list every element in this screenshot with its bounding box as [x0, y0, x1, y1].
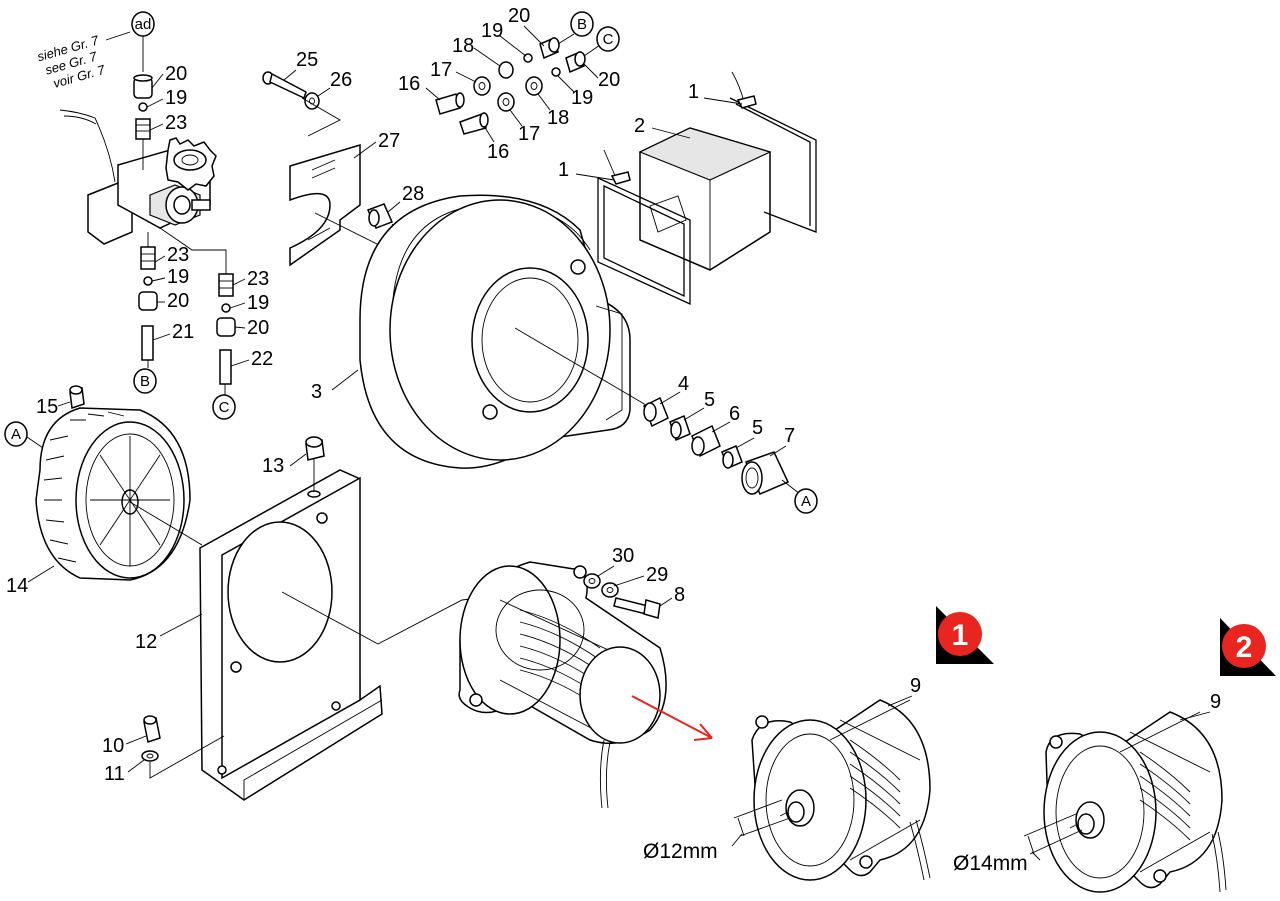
label-19-top-center: 19	[481, 20, 503, 42]
svg-text:A: A	[11, 426, 21, 443]
label-8: 8	[674, 584, 685, 606]
label-12: 12	[135, 631, 157, 653]
label-28: 28	[402, 183, 424, 205]
label-20-right-center: 20	[598, 69, 620, 91]
svg-text:C: C	[219, 399, 230, 416]
dimension-14mm	[1023, 813, 1083, 855]
dimension-label-14mm: Ø14mm	[953, 852, 1028, 875]
fitting-stack-left	[138, 232, 158, 368]
label-20-top: 20	[165, 63, 187, 85]
label-1-top: 1	[688, 81, 699, 103]
label-14: 14	[6, 575, 28, 597]
label-5-top: 5	[704, 389, 715, 411]
svg-text:1: 1	[952, 619, 969, 652]
label-17-top: 17	[430, 59, 452, 81]
screw-10	[143, 715, 161, 743]
svg-text:C: C	[603, 31, 614, 48]
label-18-top: 18	[452, 35, 474, 57]
label-26: 26	[330, 69, 352, 91]
label-19-right-center: 19	[571, 87, 593, 109]
reference-note: siehe Gr. 7 see Gr. 7 voir Gr. 7	[35, 32, 107, 91]
label-19-left: 19	[167, 266, 189, 288]
label-16-top: 16	[398, 73, 420, 95]
label-6: 6	[729, 403, 740, 425]
clip-1-back	[729, 71, 817, 233]
label-21: 21	[172, 321, 194, 343]
label-20-left: 20	[167, 290, 189, 312]
label-20-right: 20	[247, 317, 269, 339]
label-22: 22	[251, 348, 273, 370]
solenoid-valve-assembly	[59, 109, 217, 245]
label-23-left: 23	[167, 244, 189, 266]
label-29: 29	[646, 564, 668, 586]
motor-assembly	[458, 561, 667, 809]
motor-variant-2	[1043, 711, 1227, 893]
label-16-bottom: 16	[487, 141, 509, 163]
label-25: 25	[296, 49, 318, 71]
label-19-right: 19	[247, 292, 269, 314]
label-18-bottom: 18	[547, 107, 569, 129]
label-15: 15	[36, 396, 58, 418]
fitting-stack-top	[133, 74, 153, 170]
svg-text:B: B	[140, 373, 150, 390]
label-1-bottom: 1	[558, 159, 569, 181]
label-9-variant-1: 9	[910, 675, 921, 697]
svg-text:2: 2	[1236, 631, 1253, 664]
leader-ad	[105, 31, 131, 41]
label-23-right: 23	[247, 268, 269, 290]
label-7: 7	[784, 425, 795, 447]
svg-text:ad: ad	[135, 16, 152, 33]
fan-wheel-14	[35, 407, 191, 581]
label-23-top: 23	[165, 112, 187, 134]
bracket-27	[289, 143, 361, 267]
dimension-12mm	[733, 799, 791, 837]
plug-13	[305, 436, 325, 461]
label-5-bottom: 5	[752, 417, 763, 439]
ref-circle-c-top: C	[596, 26, 620, 52]
label-19-top: 19	[165, 87, 187, 109]
label-27: 27	[378, 130, 400, 152]
label-11: 11	[104, 763, 125, 785]
ref-circle-c-left: C	[212, 394, 236, 420]
washer-11	[141, 750, 159, 762]
label-20-top-center: 20	[508, 5, 530, 27]
label-30: 30	[612, 545, 634, 567]
label-10: 10	[102, 735, 124, 757]
clip-1-front	[597, 149, 691, 306]
svg-text:B: B	[577, 16, 587, 33]
label-9-variant-2: 9	[1210, 691, 1221, 713]
dimension-label-12mm: Ø12mm	[643, 840, 718, 863]
screw-15	[69, 385, 85, 410]
fitting-stack-right	[159, 227, 236, 395]
ref-circle-b-top: B	[570, 11, 594, 37]
bolt-25	[262, 71, 307, 100]
label-2: 2	[634, 115, 645, 137]
screw-28	[366, 203, 394, 229]
coupling-parts	[643, 396, 801, 495]
svg-text:A: A	[801, 493, 811, 510]
motor-variant-1	[751, 699, 931, 881]
nozzle-fittings	[435, 33, 601, 135]
ref-circle-a-right: A	[794, 488, 818, 514]
label-13: 13	[262, 455, 284, 477]
mounting-plate-12	[199, 469, 383, 801]
motor-fasteners	[583, 573, 661, 619]
label-3: 3	[311, 381, 322, 403]
ref-circle-ad: ad	[131, 11, 155, 37]
label-4: 4	[678, 373, 689, 395]
blower-housing	[359, 194, 631, 469]
filter-cartridge-2	[638, 127, 772, 271]
label-17-bottom: 17	[518, 123, 540, 145]
variant-badge-2: 2	[1220, 618, 1276, 676]
ref-circle-a-left: A	[4, 421, 28, 447]
ref-circle-b-left: B	[133, 368, 157, 394]
variant-badge-1: 1	[936, 606, 994, 664]
variant-arrow	[631, 695, 713, 741]
